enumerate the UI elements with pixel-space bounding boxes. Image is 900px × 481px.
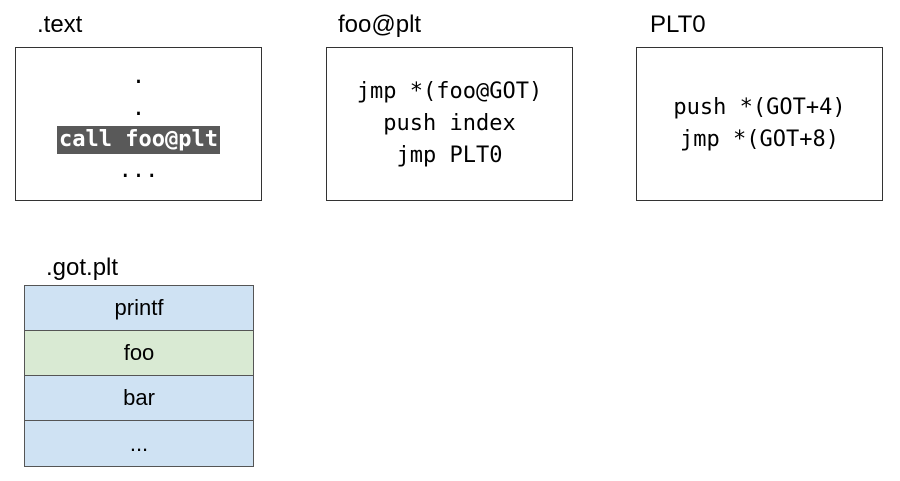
plt0-title: PLT0 — [650, 11, 706, 38]
foo-plt-line: jmp *(foo@GOT) — [356, 79, 543, 104]
got-entry-foo: foo — [25, 331, 253, 376]
call-instruction-highlight: call foo@plt — [57, 126, 220, 154]
got-entry-bar: bar — [25, 376, 253, 421]
text-section-title: .text — [37, 11, 83, 38]
plt0-box: push *(GOT+4) jmp *(GOT+8) — [636, 47, 883, 201]
got-plt-title: .got.plt — [46, 254, 119, 281]
got-entry-ellipsis: ... — [25, 421, 253, 466]
foo-plt-line: jmp PLT0 — [396, 143, 503, 168]
foo-plt-box: jmp *(foo@GOT) push index jmp PLT0 — [326, 47, 573, 201]
text-section-box: . . call foo@plt ... — [15, 47, 262, 201]
text-dot-2: . — [131, 96, 146, 121]
got-entry-printf: printf — [25, 286, 253, 331]
plt0-line: push *(GOT+4) — [673, 95, 846, 120]
got-plt-table: printf foo bar ... — [24, 285, 254, 467]
text-dot-1: . — [131, 64, 146, 89]
foo-plt-line: push index — [383, 111, 516, 136]
foo-plt-title: foo@plt — [338, 11, 422, 38]
text-ellipsis: ... — [118, 158, 159, 183]
plt0-line: jmp *(GOT+8) — [680, 127, 839, 152]
